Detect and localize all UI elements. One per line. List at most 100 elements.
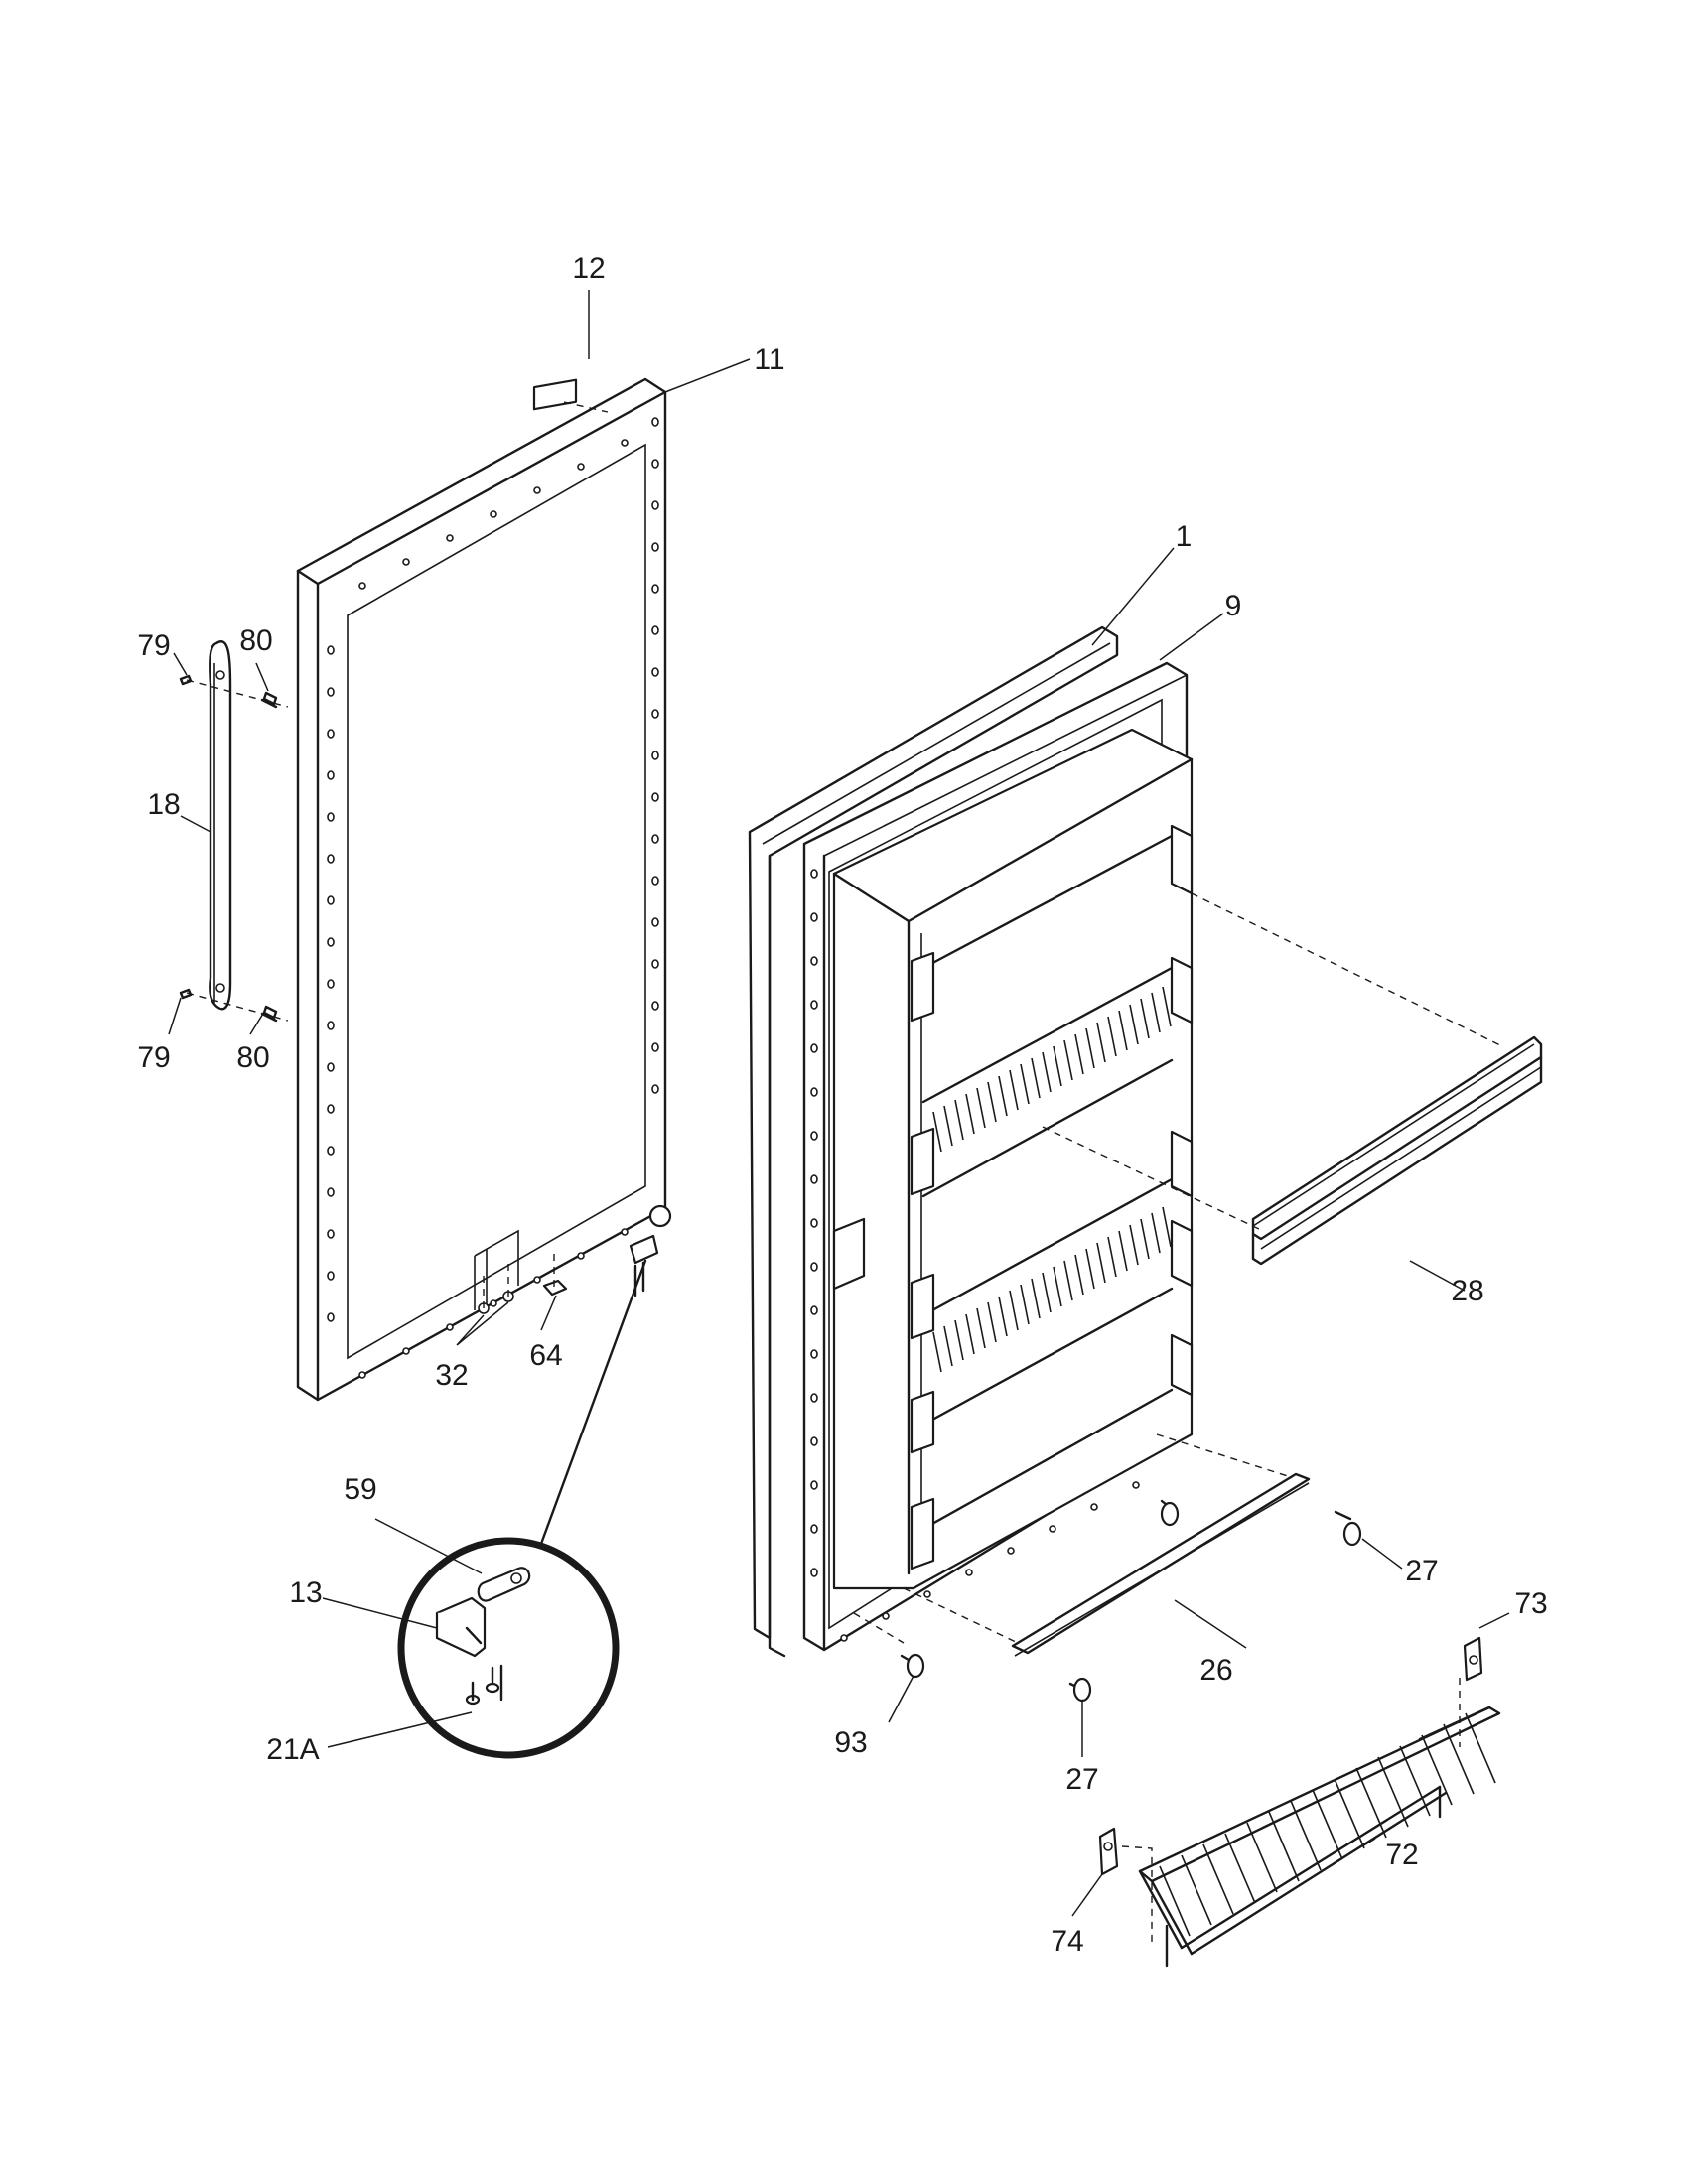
shelf-rib — [932, 1331, 942, 1373]
shelf-rib — [1031, 1057, 1041, 1099]
basket-rib — [1159, 1865, 1191, 1937]
panel-hole — [533, 486, 541, 494]
panel-hole — [490, 510, 497, 518]
panel-hole — [327, 895, 335, 905]
panel-hole — [327, 1021, 335, 1030]
basket-rib — [1312, 1789, 1343, 1860]
shelf-rib — [998, 1075, 1008, 1117]
liner-hole — [810, 1436, 818, 1446]
liner-hole — [1007, 1547, 1015, 1555]
callout-labels: 12 11 1 9 79 80 18 79 80 28 32 64 59 13 … — [137, 252, 1547, 1958]
hinge-detail-circle — [397, 1259, 647, 1759]
panel-hole — [327, 854, 335, 864]
callout-18: 18 — [147, 788, 180, 821]
panel-hole — [490, 1299, 497, 1307]
shelf-rib — [998, 1296, 1008, 1337]
shelf-rib — [1020, 1063, 1030, 1105]
panel-hole — [327, 1146, 335, 1156]
shelf-rib — [1053, 1045, 1062, 1087]
liner-hole — [810, 912, 818, 922]
panel-hole — [327, 1062, 335, 1072]
panel-hole — [651, 459, 659, 469]
callout-93: 93 — [834, 1726, 867, 1759]
callout-74: 74 — [1051, 1925, 1083, 1958]
basket-rib — [1334, 1778, 1365, 1849]
liner-hole — [810, 1349, 818, 1359]
basket-rib — [1465, 1712, 1496, 1784]
basket-rib — [1443, 1723, 1475, 1795]
shelf-rib — [1063, 1039, 1073, 1081]
basket-rib — [1421, 1734, 1453, 1806]
panel-hole — [327, 1229, 335, 1239]
liner-hole — [810, 1305, 818, 1315]
shelf-rib — [1074, 1254, 1084, 1296]
liner-hole — [810, 869, 818, 879]
panel-hole — [651, 959, 659, 969]
panel-hole — [327, 1104, 335, 1114]
callout-11: 11 — [754, 343, 784, 376]
panel-hole — [446, 1323, 454, 1331]
shelf-rib — [1042, 1272, 1052, 1313]
liner-hole — [965, 1569, 973, 1576]
panel-hole — [651, 709, 659, 719]
screw-27-bottom — [1068, 1677, 1092, 1703]
callout-79-top: 79 — [137, 629, 170, 662]
shelf-rib — [1118, 1230, 1128, 1272]
panel-hole — [651, 542, 659, 552]
door-handle — [179, 640, 289, 1023]
basket-rib — [1202, 1843, 1234, 1915]
panel-hole — [651, 625, 659, 635]
panel-hole — [651, 1042, 659, 1052]
shelf-rib — [1140, 1218, 1150, 1260]
shelf-rib — [1107, 1236, 1117, 1278]
liner-hole — [810, 956, 818, 966]
liner-hole — [810, 1043, 818, 1053]
panel-hole — [327, 812, 335, 822]
panel-hole — [651, 876, 659, 886]
panel-hole — [577, 463, 585, 471]
basket-clip-74 — [1098, 1827, 1153, 1946]
panel-hole — [651, 667, 659, 677]
callout-72: 72 — [1385, 1839, 1418, 1871]
panel-hole — [651, 917, 659, 927]
liner-hole — [1049, 1525, 1056, 1533]
shelf-rib — [1151, 992, 1161, 1033]
callout-13: 13 — [289, 1576, 322, 1609]
shelf-rib — [943, 1325, 953, 1367]
shelf-bar-26 — [853, 1433, 1311, 1657]
shelf-rib — [1031, 1278, 1041, 1319]
label-plate-12 — [532, 378, 609, 413]
panel-hole — [651, 1084, 659, 1094]
panel-hole — [327, 687, 335, 697]
panel-hole — [651, 751, 659, 760]
shelf-rib — [1053, 1266, 1062, 1307]
inner-shell-with-shelves — [832, 728, 1194, 1590]
liner-hole — [882, 1612, 890, 1620]
shelf-rib — [1009, 1069, 1019, 1111]
shelf-bar-28 — [1042, 892, 1543, 1266]
panel-hole — [327, 979, 335, 989]
basket-rib — [1246, 1822, 1278, 1893]
panel-hole — [651, 834, 659, 844]
hinge-hardware-door — [478, 1204, 672, 1314]
liner-hole — [810, 1174, 818, 1184]
screw-27-top — [1160, 1499, 1362, 1547]
liner-hole — [923, 1590, 931, 1598]
callout-79-bottom: 79 — [137, 1041, 170, 1074]
basket-rib — [1399, 1745, 1431, 1817]
liner-hole — [1090, 1503, 1098, 1511]
callout-27-upper: 27 — [1405, 1555, 1438, 1587]
callout-leaders — [168, 290, 1510, 1917]
callout-32: 32 — [435, 1359, 468, 1392]
shelf-rib — [1020, 1284, 1030, 1325]
panel-hole — [327, 729, 335, 739]
callout-27-lower: 27 — [1065, 1763, 1098, 1796]
callout-73: 73 — [1514, 1587, 1547, 1620]
door-basket-72 — [1138, 1706, 1501, 1968]
liner-hole — [810, 1218, 818, 1228]
shelf-rib — [987, 1301, 997, 1343]
panel-hole — [651, 500, 659, 510]
panel-hole — [327, 1312, 335, 1322]
basket-rib — [1224, 1833, 1256, 1904]
